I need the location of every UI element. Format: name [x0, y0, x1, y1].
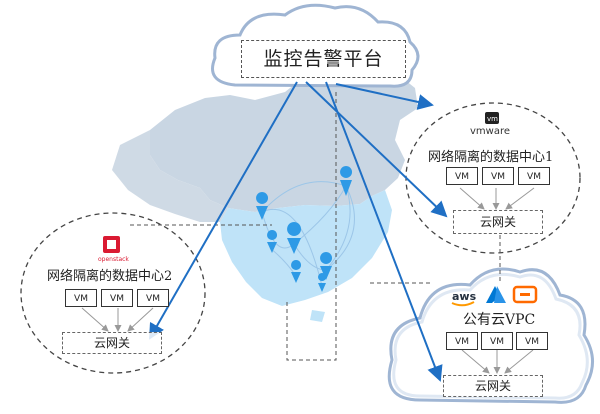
- china-map: [112, 68, 418, 322]
- azure-icon: [486, 286, 506, 303]
- vm-box: VM: [65, 289, 97, 307]
- map-pin: [287, 222, 302, 254]
- datacenter2-label: 网络隔离的数据中心2: [47, 269, 173, 284]
- map-west: [112, 130, 228, 222]
- monitoring-platform-title: 监控告警平台: [241, 40, 406, 78]
- vm-box: VM: [482, 167, 514, 185]
- map-pin: [320, 252, 333, 280]
- vm-box: VM: [518, 167, 550, 185]
- top-cloud-outline: [211, 3, 420, 88]
- datacenter1-gateway: 云网关: [453, 210, 543, 234]
- map-pins: [256, 166, 353, 292]
- vm-box: VM: [137, 289, 169, 307]
- hainan-island: [310, 310, 325, 322]
- map-south: [220, 190, 392, 306]
- map-pin: [291, 260, 302, 283]
- public-cloud-label: 公有云VPC: [463, 312, 536, 328]
- map-north: [150, 68, 418, 212]
- map-pin: [256, 192, 269, 220]
- map-pin: [267, 230, 278, 253]
- aws-logo-text: aws: [452, 290, 477, 303]
- vm-box: VM: [446, 332, 478, 350]
- vm-box: VM: [481, 332, 513, 350]
- vmware-logo-text: vmware: [470, 126, 510, 137]
- openstack-logo-text: openstack: [98, 256, 129, 263]
- vm-gateway-arrows: [81, 187, 535, 374]
- datacenter2-boundary: [20, 212, 206, 374]
- aliyun-icon: [512, 285, 538, 304]
- internal-links: [130, 92, 501, 361]
- datacenter2-gateway: 云网关: [62, 332, 162, 354]
- map-pin: [340, 166, 353, 196]
- map-pin: [318, 273, 327, 292]
- vm-box: VM: [101, 289, 133, 307]
- vm-box: VM: [516, 332, 548, 350]
- monitoring-arrows: [149, 81, 448, 382]
- vmware-logo: vm vmware: [470, 112, 510, 137]
- openstack-logo: openstack: [98, 236, 129, 263]
- svg-text:vm: vm: [487, 115, 498, 123]
- aws-logo: aws: [451, 290, 477, 307]
- public-cloud-gateway: 云网关: [443, 375, 543, 397]
- datacenter1-label: 网络隔离的数据中心1: [428, 150, 554, 165]
- vm-box: VM: [446, 167, 478, 185]
